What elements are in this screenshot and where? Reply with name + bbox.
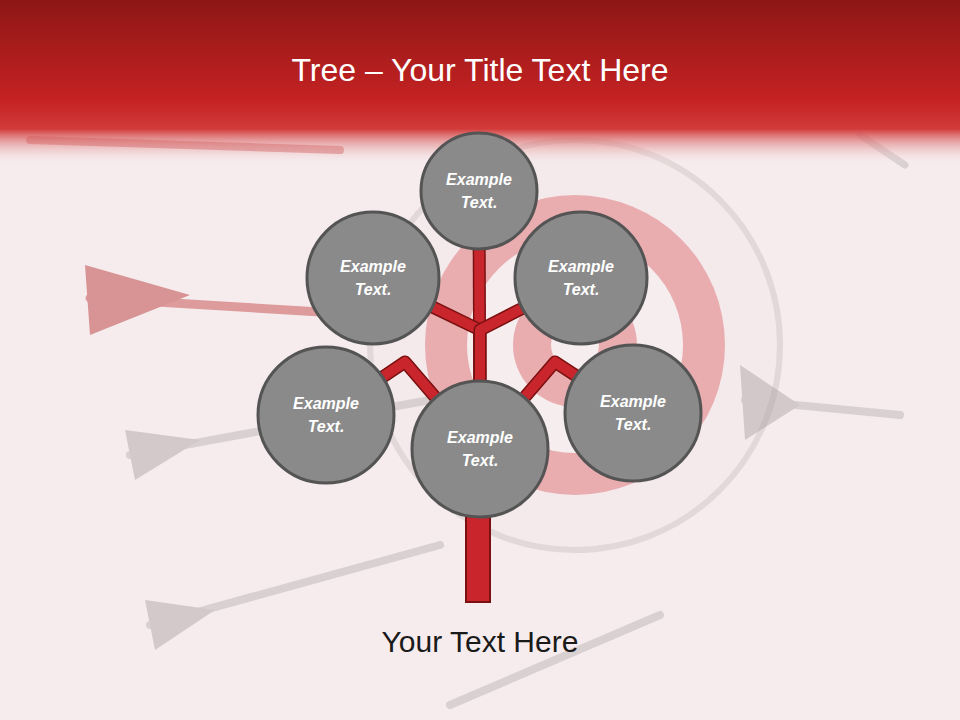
tree-circle: Example Text. xyxy=(513,210,649,346)
branch-outline xyxy=(433,307,480,380)
branch-fill xyxy=(433,307,480,380)
circle-label: Example Text. xyxy=(331,255,415,301)
circle-label: Example Text. xyxy=(438,426,522,472)
circle-outline xyxy=(515,212,647,344)
circle-label: Example Text. xyxy=(539,255,623,301)
tree-circle: Example Text. xyxy=(410,379,550,519)
tree-circle: Example Text. xyxy=(305,210,441,346)
slide-title: Tree – Your Title Text Here xyxy=(0,52,960,89)
branch-fill xyxy=(480,309,521,380)
circle-label: Example Text. xyxy=(591,390,675,436)
tree-circle: Example Text. xyxy=(563,343,703,483)
circle-outline xyxy=(565,345,701,481)
tree-branch xyxy=(433,307,480,380)
circle-shape xyxy=(563,343,703,483)
circle-shape xyxy=(256,345,396,485)
circle-text-wrap: Example Text. xyxy=(513,210,649,346)
circle-outline xyxy=(412,381,548,517)
circle-outline xyxy=(307,212,439,344)
circle-text-wrap: Example Text. xyxy=(256,345,396,485)
tree-branch xyxy=(480,309,521,380)
circle-outline xyxy=(258,347,394,483)
circle-text-wrap: Example Text. xyxy=(305,210,441,346)
slide-caption: Your Text Here xyxy=(0,625,960,659)
circle-label: Example Text. xyxy=(284,392,368,438)
tree-circle: Example Text. xyxy=(256,345,396,485)
circle-text-wrap: Example Text. xyxy=(419,131,539,251)
circle-text-wrap: Example Text. xyxy=(410,379,550,519)
tree-circle: Example Text. xyxy=(419,131,539,251)
circle-outline xyxy=(421,133,537,249)
circle-shape xyxy=(410,379,550,519)
circle-shape xyxy=(305,210,441,346)
circle-shape xyxy=(419,131,539,251)
circle-shape xyxy=(513,210,649,346)
branch-outline xyxy=(480,309,521,380)
circle-label: Example Text. xyxy=(437,168,521,214)
circle-text-wrap: Example Text. xyxy=(563,343,703,483)
